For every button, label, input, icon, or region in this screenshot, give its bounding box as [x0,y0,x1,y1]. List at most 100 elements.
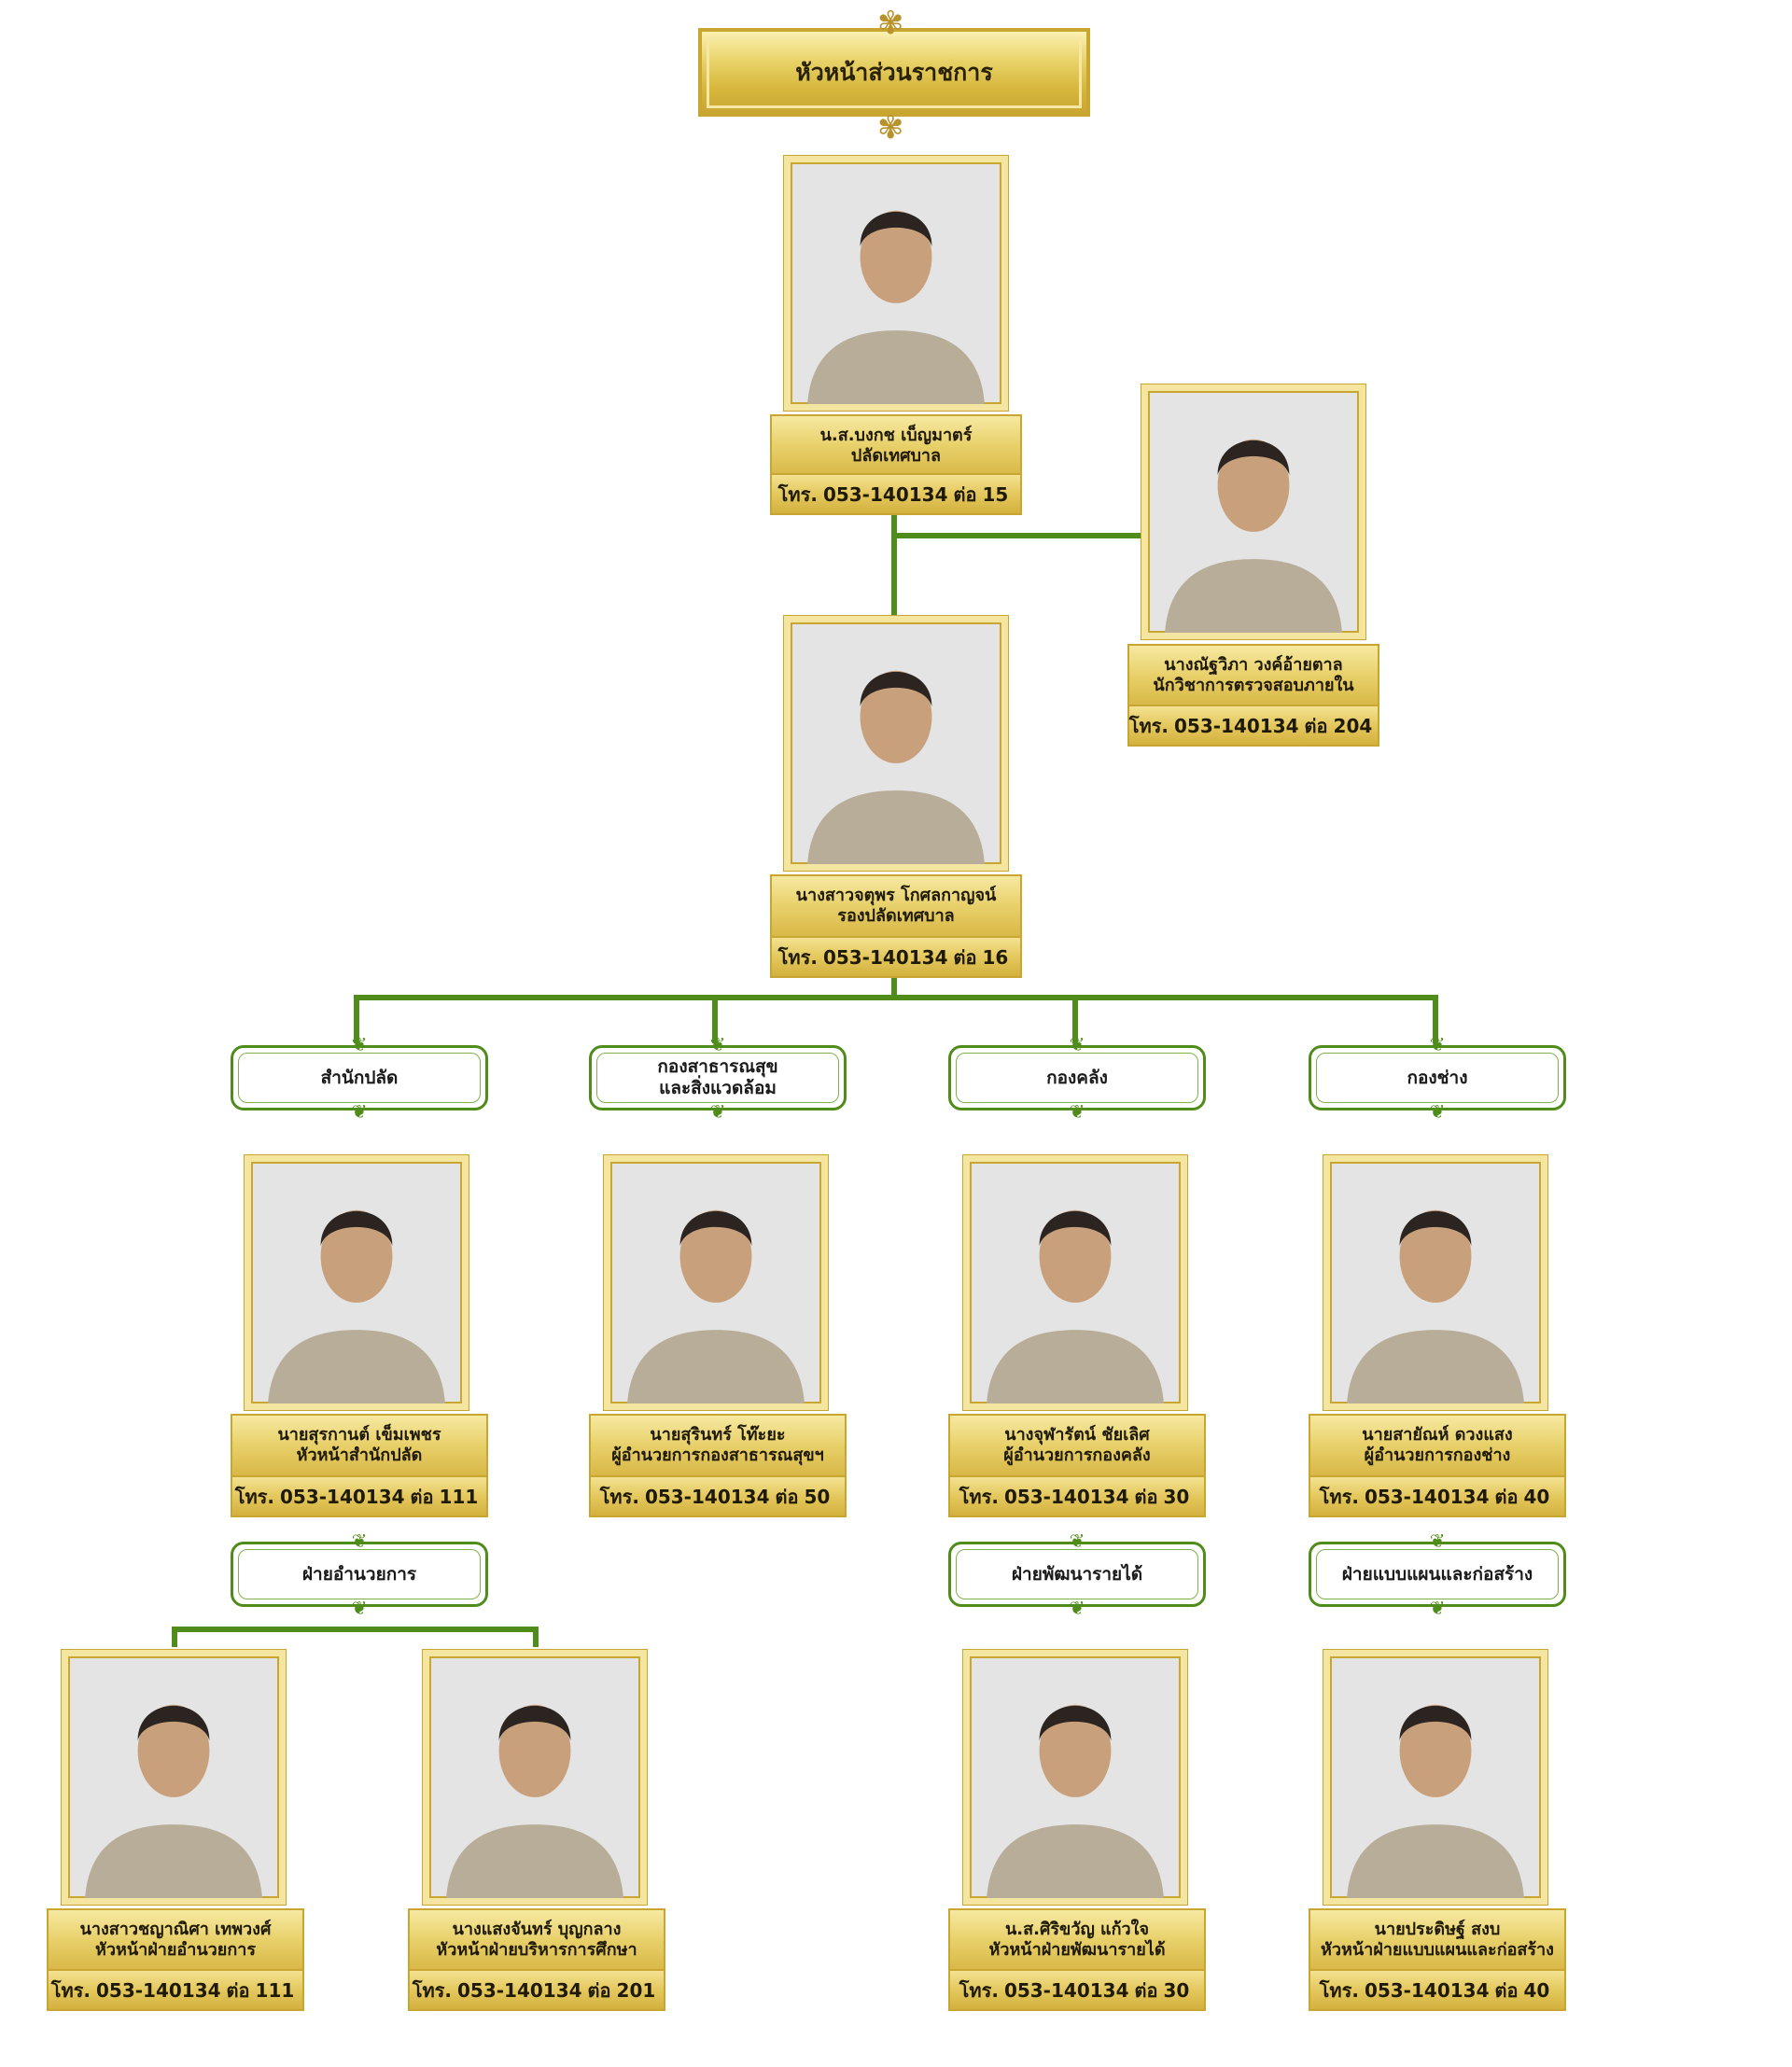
unit-name: กองคลัง [1046,1067,1108,1088]
name-plate: นายสุรินทร์ โท๊ะยะ ผู้อำนวยการกองสาธารณส… [589,1414,847,1477]
ext-prefix: ต่อ [1304,714,1328,737]
person-title: รองปลัดเทศบาล [837,906,955,926]
photo-frame [784,156,1008,411]
person-title: ปลัดเทศบาล [850,446,942,466]
unit-name: และสิ่งแวดล้อม [659,1078,777,1098]
ext-number: 16 [982,945,1009,969]
person-name: นางสาวชญาณิศา เทพวงศ์ [79,1919,272,1939]
unit-name: กองช่าง [1407,1067,1468,1088]
connector-line [891,515,897,618]
photo-frame [1141,384,1365,639]
phone-prefix: โทร. [777,482,818,506]
person-title: นักวิชาการตรวจสอบภายใน [1153,676,1354,695]
person-title: ผู้อำนวยการกองสาธารณสุขฯ [611,1446,824,1465]
ornament-bow-icon: ✾ [877,5,904,42]
phone-plate: โทร. 053-140134 ต่อ 40 [1309,1969,1566,2011]
ext-number: 30 [1163,1485,1190,1508]
ribbon-knot-icon: ❦ [351,1033,368,1055]
phone-prefix: โทร. [1319,1978,1359,2002]
person-name: นางณัฐวิภา วงค์อ้ายตาล [1164,654,1343,675]
phone-plate: โทร. 053-140134 ต่อ 40 [1309,1475,1566,1517]
ext-prefix: ต่อ [775,1485,799,1508]
name-plate: นางแสงจันทร์ บุญกลาง หัวหน้าฝ่ายบริหารกา… [408,1908,665,1972]
person-name: นางสาวจตุพร โกศลกาญจน์ [795,885,997,905]
phone-plate: โทร. 053-140134 ต่อ 204 [1127,705,1379,747]
connector-line [1433,995,1438,1043]
ext-number: 50 [804,1485,831,1508]
unit-label: ❦ ❦ กองสาธารณสุข และสิ่งแวดล้อม [589,1035,847,1121]
person-photo-icon [1165,439,1342,633]
phone-prefix: โทร. [50,1978,91,2002]
phone-prefix: โทร. [412,1978,452,2002]
ribbon-knot-icon: ❦ [351,1100,368,1123]
person-photo-icon [1347,1209,1524,1404]
name-plate: นางจุฬารัตน์ ชัยเลิศ ผู้อำนวยการกองคลัง [948,1414,1206,1477]
phone-plate: โทร. 053-140134 ต่อ 15 [770,473,1022,515]
photo-frame [1323,1155,1547,1410]
connector-line [172,1627,539,1632]
phone-number: 053-140134 [822,945,948,969]
person-photo-icon [627,1209,805,1404]
person-title: ผู้อำนวยการกองช่าง [1364,1446,1511,1465]
connector-line [894,533,1141,538]
photo-frame [963,1650,1187,1905]
ribbon-knot-icon: ❦ [351,1597,368,1619]
ext-number: 111 [255,1978,295,2002]
ribbon-knot-icon: ❦ [1069,1597,1085,1619]
photo-frame [604,1155,828,1410]
name-plate: นายสายัณห์ ดวงแสง ผู้อำนวยการกองช่าง [1309,1414,1566,1477]
ornament-bow-icon: ✾ [877,109,904,147]
phone-plate: โทร. 053-140134 ต่อ 16 [770,936,1022,978]
phone-plate: โทร. 053-140134 ต่อ 111 [231,1475,488,1517]
ext-prefix: ต่อ [226,1978,250,2002]
ribbon-knot-icon: ❦ [1429,1597,1446,1619]
ext-prefix: ต่อ [1494,1485,1519,1508]
photo-frame [62,1650,286,1905]
phone-plate: โทร. 053-140134 ต่อ 201 [408,1969,665,2011]
person-photo-icon [807,670,985,864]
ext-number: 15 [982,482,1009,506]
name-plate: นายประดิษฐ์ สงบ หัวหน้าฝ่ายแบบแผนและก่อส… [1309,1908,1566,1972]
connector-line [172,1627,177,1647]
unit-label: ❦ ❦ ฝ่ายแบบแผนและก่อสร้าง [1309,1531,1566,1617]
phone-plate: โทร. 053-140134 ต่อ 111 [47,1969,304,2011]
ext-prefix: ต่อ [953,482,977,506]
ext-prefix: ต่อ [1134,1485,1158,1508]
unit-name: ฝ่ายพัฒนารายได้ [1011,1563,1143,1585]
person-title: หัวหน้าฝ่ายอำนวยการ [94,1940,256,1960]
ext-prefix: ต่อ [410,1485,434,1508]
person-photo-icon [446,1704,623,1898]
connector-line [354,995,359,1043]
phone-prefix: โทร. [599,1485,639,1508]
unit-name: กองสาธารณสุข [657,1056,778,1078]
unit-name: ฝ่ายแบบแผนและก่อสร้าง [1341,1563,1533,1585]
unit-label: ❦ ❦ ฝ่ายพัฒนารายได้ [948,1531,1206,1617]
phone-plate: โทร. 053-140134 ต่อ 30 [948,1475,1206,1517]
connector-line [1072,995,1078,1043]
phone-number: 053-140134 [456,1978,582,2002]
ribbon-knot-icon: ❦ [709,1033,726,1055]
ext-prefix: ต่อ [1494,1978,1519,2002]
phone-number: 053-140134 [1364,1978,1490,2002]
phone-number: 053-140134 [1003,1978,1129,2002]
phone-plate: โทร. 053-140134 ต่อ 50 [589,1475,847,1517]
ext-number: 30 [1163,1978,1190,2002]
connector-line [354,995,1438,1000]
person-photo-icon [85,1704,262,1898]
phone-number: 053-140134 [1364,1485,1490,1508]
connector-line [891,978,897,999]
person-name: นางแสงจันทร์ บุญกลาง [452,1919,622,1939]
unit-label: ❦ ❦ กองช่าง [1309,1035,1566,1121]
person-photo-icon [807,210,985,404]
phone-prefix: โทร. [959,1978,999,2002]
phone-number: 053-140134 [1003,1485,1129,1508]
photo-frame [963,1155,1187,1410]
ext-number: 111 [439,1485,479,1508]
phone-number: 053-140134 [644,1485,770,1508]
name-plate: นายสุรกานต์ เข็มเพชร หัวหน้าสำนักปลัด [231,1414,488,1477]
phone-number: 053-140134 [1173,714,1299,737]
phone-prefix: โทร. [959,1485,999,1508]
person-name: นายประดิษฐ์ สงบ [1374,1919,1501,1939]
ext-number: 40 [1523,1485,1550,1508]
connector-line [712,995,718,1043]
